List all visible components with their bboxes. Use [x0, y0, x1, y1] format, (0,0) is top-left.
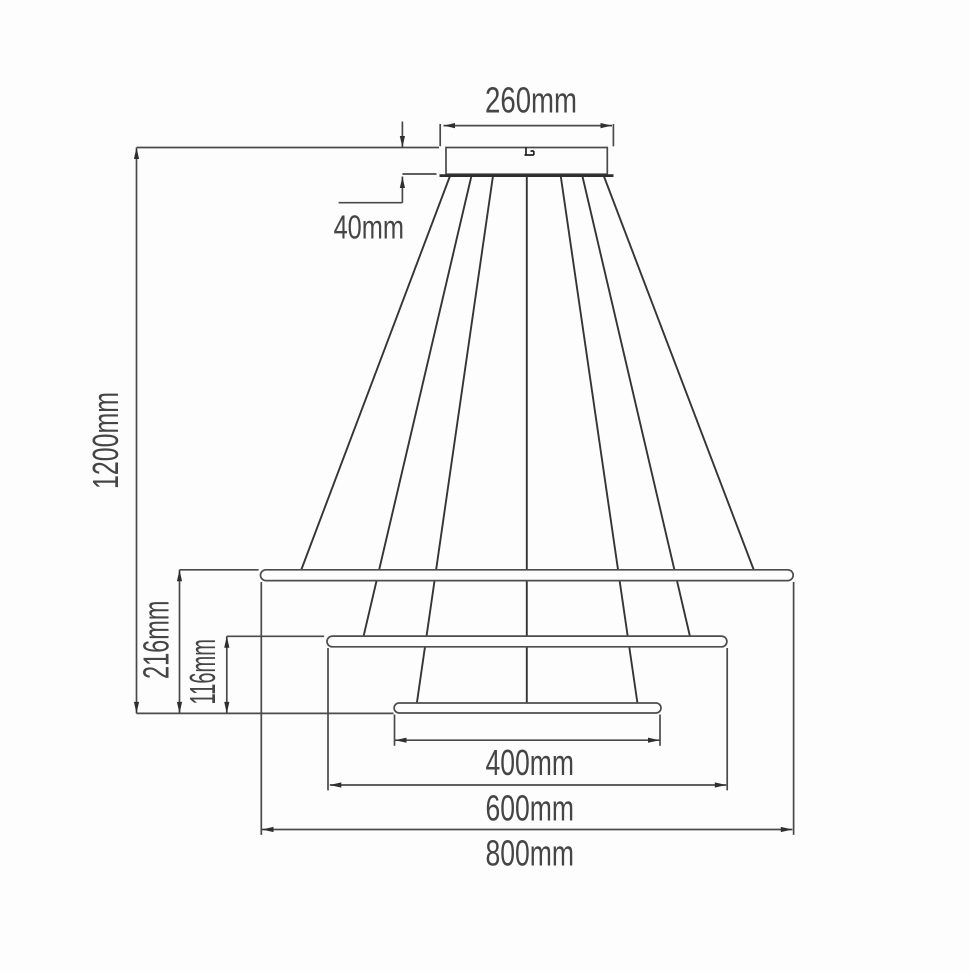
- svg-text:216mm: 216mm: [136, 601, 177, 680]
- svg-text:400mm: 400mm: [486, 742, 575, 783]
- svg-text:260mm: 260mm: [485, 80, 577, 121]
- svg-text:600mm: 600mm: [486, 788, 575, 829]
- svg-text:40mm: 40mm: [334, 209, 404, 246]
- svg-text:116mm: 116mm: [182, 639, 223, 705]
- svg-text:800mm: 800mm: [486, 833, 575, 874]
- svg-text:1200mm: 1200mm: [85, 392, 126, 489]
